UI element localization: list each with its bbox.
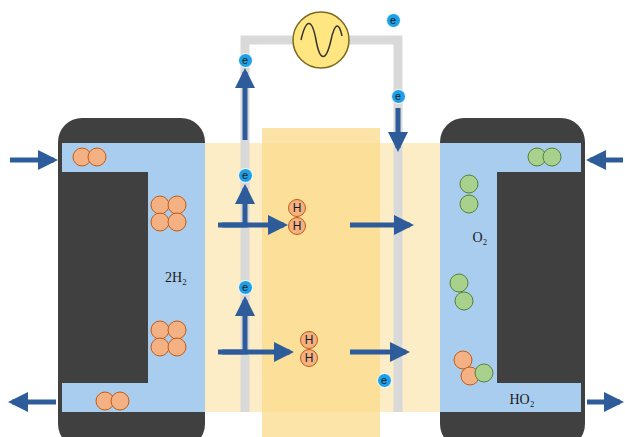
chemical-formula: 2H₂ — [165, 270, 187, 286]
electron-circle: e — [391, 89, 406, 104]
hydrogen-symbol: H — [293, 202, 302, 214]
electron-symbol: e — [242, 55, 248, 66]
proton-circle: H — [300, 349, 318, 367]
electron-symbol: e — [242, 170, 248, 181]
hydrogen-molecules — [73, 148, 479, 410]
electron-circle: e — [238, 280, 253, 295]
electron-circle: e — [386, 13, 401, 28]
electron-circle: e — [238, 168, 253, 183]
cathode-channel-label: O₂ HO₂ — [440, 143, 581, 412]
chemical-formula: HO₂ — [509, 392, 534, 408]
anode-housing — [58, 118, 205, 437]
electron-circle: e — [377, 373, 392, 388]
hydrogen-symbol: H — [305, 352, 314, 364]
electron-symbol: e — [390, 15, 396, 26]
anode-channel-label: 2H₂ — [148, 172, 205, 383]
sine-symbol — [301, 24, 342, 57]
electron-symbol: e — [381, 375, 387, 386]
flow-arrows — [10, 72, 623, 402]
electron-symbol: e — [242, 282, 248, 293]
proton-circle: H — [300, 331, 318, 349]
membrane — [262, 128, 380, 437]
hydrogen-symbol: H — [305, 334, 314, 346]
electron-symbol: e — [395, 91, 401, 102]
cathode-housing — [440, 118, 585, 437]
load-source — [293, 12, 349, 68]
proton-circle: H — [288, 199, 306, 217]
hydrogen-symbol: H — [293, 220, 302, 232]
electron-circle: e — [238, 53, 253, 68]
oxygen-channel — [440, 143, 581, 412]
oxygen-molecules — [450, 148, 561, 382]
hydrogen-channel — [62, 143, 205, 412]
chemical-formula: O₂ — [473, 230, 488, 246]
proton-circle: H — [288, 217, 306, 235]
